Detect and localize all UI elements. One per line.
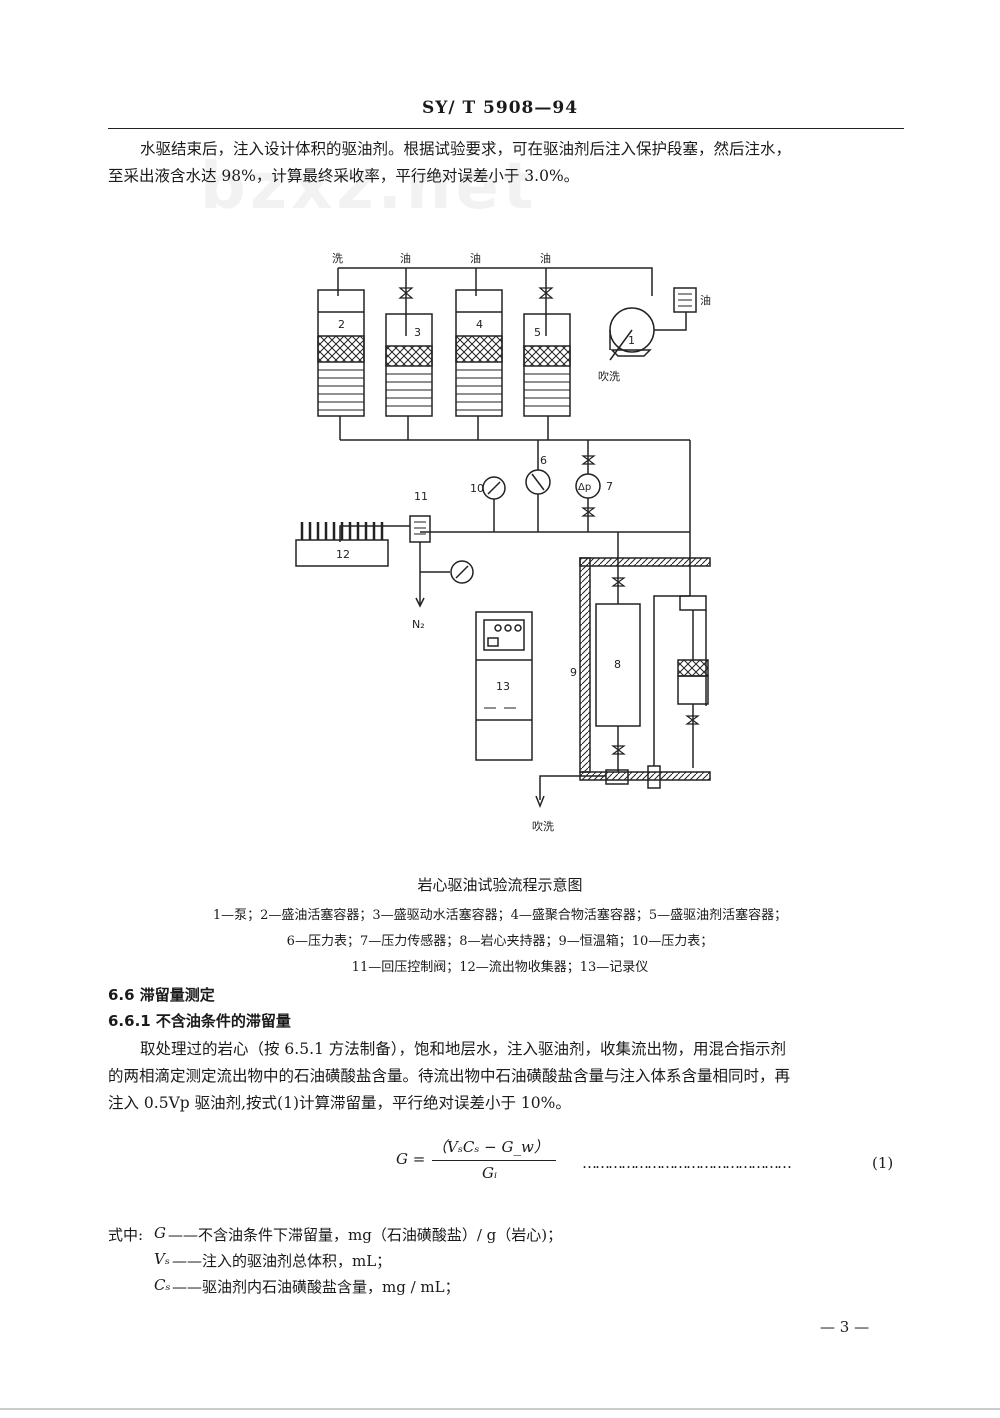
- label-oil-2: 油: [470, 251, 481, 265]
- recorder-13: [475, 611, 533, 761]
- where-desc-cs: ——驱油剂内石油磺酸盐含量，mg / mL；: [172, 1278, 460, 1296]
- document-code-header: SY/ T 5908—94: [421, 98, 579, 118]
- section-6-6-1-heading: 6.6.1 不含油条件的滞留量: [108, 1012, 291, 1030]
- num-4: 4: [476, 318, 483, 331]
- para-6-6-1-line-3: 注入 0.5Vp 驱油剂,按式(1)计算滞留量，平行绝对误差小于 10%。: [108, 1094, 571, 1112]
- section-6-6-heading: 6.6 滞留量测定: [108, 986, 215, 1004]
- label-oil-1: 油: [400, 251, 411, 265]
- formula-leader-dots: …………………………………………: [582, 1154, 792, 1172]
- formula-lhs: G =: [396, 1150, 426, 1168]
- label-dp: Δp: [578, 482, 591, 493]
- legend-line-2: 6—压力表；7—压力传感器；8—岩心夹持器；9—恒温箱；10—压力表；: [286, 934, 714, 949]
- formula-denominator: Gᵢ: [482, 1164, 497, 1182]
- where-symbol-vs: Vₛ: [154, 1250, 170, 1268]
- gauge-n2: [450, 560, 474, 584]
- valve-5: [538, 287, 554, 299]
- where-desc-g: ——不含油条件下滞留量，mg（石油磺酸盐）/ g（岩心)；: [168, 1226, 563, 1244]
- watermark: bzxz.net: [200, 150, 538, 224]
- fraction-bar: [432, 1160, 556, 1161]
- num-5: 5: [534, 326, 541, 339]
- formula-number: (1): [872, 1154, 894, 1172]
- container-4: [455, 289, 503, 417]
- oil-tank: [673, 287, 697, 313]
- label-purge-top: 吹洗: [598, 370, 620, 383]
- oven-9-wall: [579, 557, 591, 773]
- container-2: [317, 289, 365, 417]
- bottom-rule: [0, 1408, 1000, 1410]
- valve-3: [398, 287, 414, 299]
- header-rule: [108, 128, 904, 129]
- top-supply-line: [338, 267, 653, 296]
- num-11: 11: [414, 490, 428, 503]
- back-pressure-valve-11: [409, 515, 431, 543]
- page-number: — 3 —: [820, 1318, 870, 1336]
- bottom-valve: [605, 769, 629, 785]
- where-prefix: 式中:: [108, 1226, 144, 1244]
- num-13: 13: [496, 680, 510, 693]
- legend-line-3: 11—回压控制阀；12—流出物收集器；13—记录仪: [351, 960, 649, 975]
- effluent-collector-12: [295, 522, 389, 567]
- where-desc-vs: ——注入的驱油剂总体积，mL；: [172, 1252, 392, 1270]
- num-1: 1: [628, 334, 635, 347]
- num-3: 3: [414, 326, 421, 339]
- container-3: [385, 313, 433, 417]
- intro-line-1: 水驱结束后，注入设计体积的驱油剂。根据试验要求，可在驱油剂后注入保护段塞，然后注…: [140, 140, 792, 158]
- num-6: 6: [540, 454, 547, 467]
- label-oil-tank: 油: [700, 293, 711, 307]
- where-symbol-g: G: [154, 1224, 166, 1242]
- legend-line-1: 1—泵；2—盛油活塞容器；3—盛驱动水活塞容器；4—盛聚合物活塞容器；5—盛驱油…: [212, 908, 788, 923]
- para-6-6-1-line-2: 的两相滴定测定流出物中的石油磺酸盐含量。待流出物中石油磺酸盐含量与注入体系含量相…: [108, 1067, 791, 1085]
- label-n2: N₂: [412, 618, 425, 631]
- num-7: 7: [606, 480, 613, 493]
- where-symbol-cs: Cₛ: [154, 1276, 171, 1294]
- intro-line-2: 至采出液含水达 98%，计算最终采收率，平行绝对误差小于 3.0%。: [108, 167, 580, 185]
- top-valve: [679, 595, 707, 611]
- num-12: 12: [336, 548, 350, 561]
- num-8: 8: [614, 658, 621, 671]
- num-2: 2: [338, 318, 345, 331]
- label-wash: 洗: [332, 252, 343, 265]
- label-oil-3: 油: [540, 251, 551, 265]
- formula-numerator: （VₛCₛ − G_w）: [432, 1138, 549, 1156]
- label-purge-bottom: 吹洗: [532, 820, 554, 833]
- container-5: [523, 313, 571, 417]
- para-6-6-1-line-1: 取处理过的岩心（按 6.5.1 方法制备），饱和地层水，注入驱油剂，收集流出物，…: [140, 1040, 787, 1058]
- diagram-caption: 岩心驱油试验流程示意图: [417, 876, 583, 894]
- num-10: 10: [470, 482, 484, 495]
- num-9: 9: [570, 666, 577, 679]
